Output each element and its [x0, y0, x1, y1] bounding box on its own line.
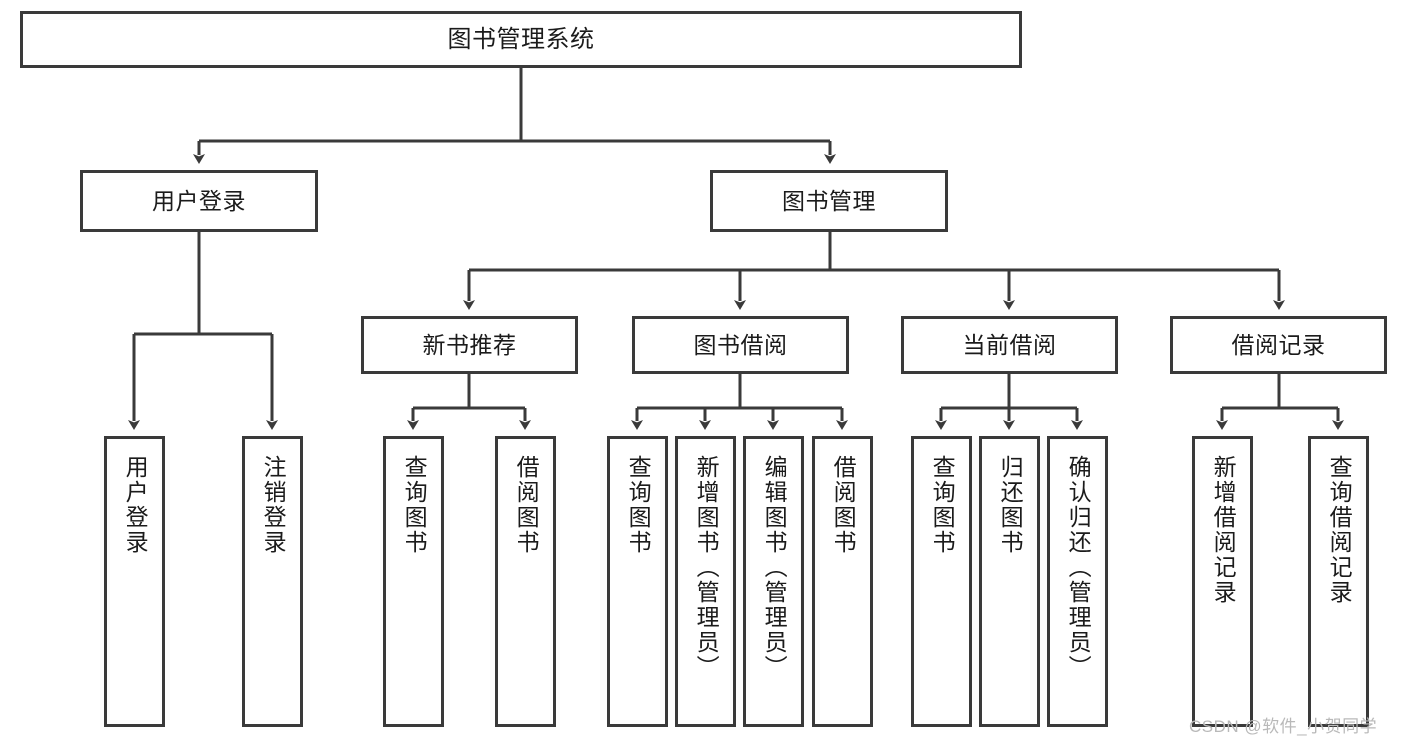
node-label: 查询图书	[929, 455, 956, 555]
leaf-return-book[interactable]: 归还图书	[979, 436, 1040, 727]
node-label: 借阅图书	[830, 455, 857, 555]
leaf-borrow-book-1[interactable]: 借阅图书	[495, 436, 556, 727]
node-label: 新增借阅记录	[1210, 455, 1237, 605]
node-label: 用户登录	[152, 187, 246, 214]
leaf-borrow-book-2[interactable]: 借阅图书	[812, 436, 873, 727]
node-new-book-recommend[interactable]: 新书推荐	[361, 316, 578, 374]
leaf-add-borrow-record[interactable]: 新增借阅记录	[1192, 436, 1253, 727]
node-label: 新增图书（管理员）	[693, 455, 720, 680]
leaf-user-login[interactable]: 用户登录	[104, 436, 165, 727]
csdn-watermark: CSDN @软件_小贺同学	[1189, 717, 1378, 736]
node-label: 编辑图书（管理员）	[761, 455, 788, 680]
node-label: 查询图书	[625, 455, 652, 555]
leaf-query-book-1[interactable]: 查询图书	[383, 436, 444, 727]
leaf-confirm-return[interactable]: 确认归还（管理员）	[1047, 436, 1108, 727]
node-current-borrow[interactable]: 当前借阅	[901, 316, 1118, 374]
node-label: 当前借阅	[962, 331, 1057, 358]
node-label: 注销登录	[260, 455, 287, 555]
node-label: 归还图书	[997, 455, 1024, 555]
node-label: 用户登录	[122, 455, 149, 555]
node-label: 图书管理系统	[447, 25, 595, 53]
leaf-edit-book[interactable]: 编辑图书（管理员）	[743, 436, 804, 727]
node-user-login[interactable]: 用户登录	[80, 170, 318, 232]
node-borrow-record[interactable]: 借阅记录	[1170, 316, 1387, 374]
node-label: 查询图书	[401, 455, 428, 555]
node-root-book-management-system[interactable]: 图书管理系统	[20, 11, 1022, 68]
node-label: 新书推荐	[422, 331, 517, 358]
node-book-borrow[interactable]: 图书借阅	[632, 316, 849, 374]
node-book-manage[interactable]: 图书管理	[710, 170, 948, 232]
leaf-query-borrow-record[interactable]: 查询借阅记录	[1308, 436, 1369, 727]
node-label: 确认归还（管理员）	[1065, 455, 1092, 680]
leaf-logout-login[interactable]: 注销登录	[242, 436, 303, 727]
node-label: 借阅记录	[1231, 331, 1326, 358]
node-label: 借阅图书	[513, 455, 540, 555]
node-label: 查询借阅记录	[1326, 455, 1353, 605]
node-label: 图书管理	[782, 187, 876, 214]
leaf-query-book-3[interactable]: 查询图书	[911, 436, 972, 727]
node-label: 图书借阅	[693, 331, 788, 358]
leaf-query-book-2[interactable]: 查询图书	[607, 436, 668, 727]
leaf-add-book[interactable]: 新增图书（管理员）	[675, 436, 736, 727]
